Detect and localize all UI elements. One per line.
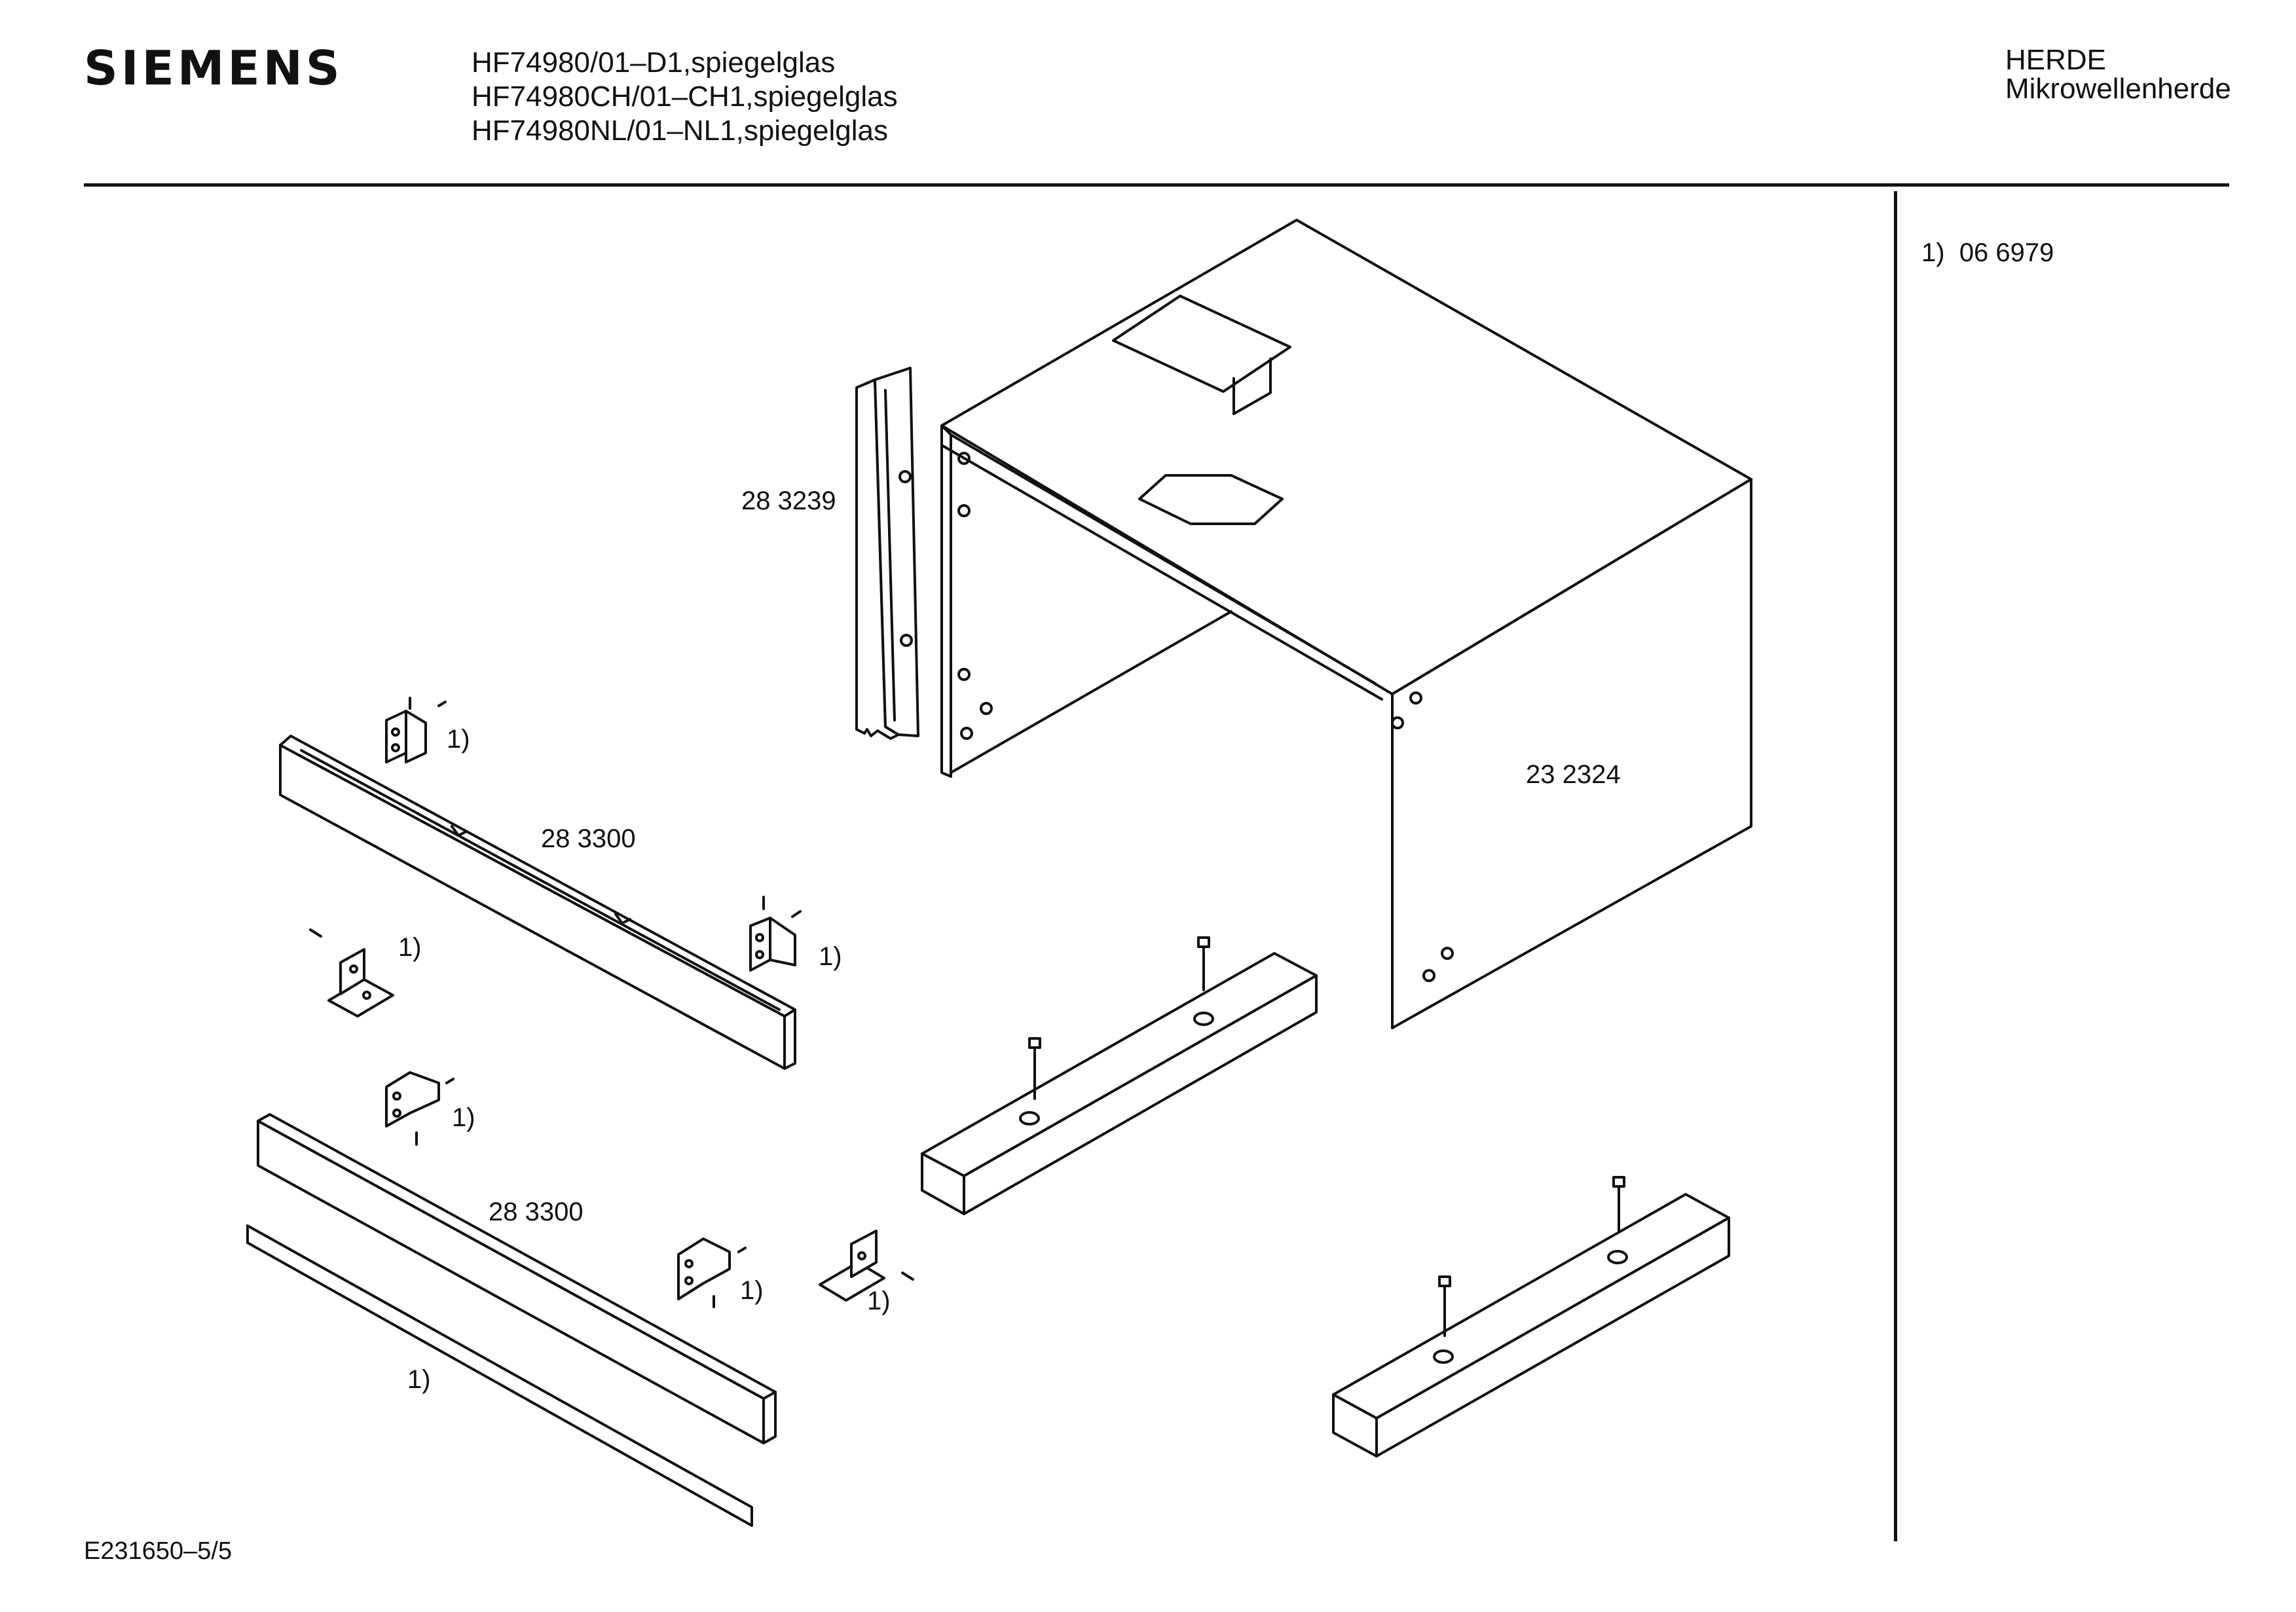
model-line-3: HF74980NL/01–NL1,spiegelglas <box>472 115 888 147</box>
marker-bracket-6: 1) <box>867 1287 891 1315</box>
legend-divider <box>1894 191 1897 1541</box>
subcategory-title: Mikrowellenherde <box>2005 73 2231 105</box>
foot-block-rear <box>1332 1176 1730 1457</box>
bracket-4 <box>385 1071 454 1146</box>
exploded-parts-diagram: 28 3239 23 2324 28 3300 28 3300 1) 1) 1)… <box>246 219 1752 1527</box>
header-divider <box>84 183 2229 187</box>
foot-block-front <box>921 936 1318 1215</box>
legend-marker: 1) <box>1921 238 1945 267</box>
legend-part-number: 06 6979 <box>1959 238 2054 267</box>
bracket-1 <box>385 697 447 763</box>
label-side-rail: 28 3239 <box>741 486 836 515</box>
bracket-6 <box>819 1230 914 1302</box>
bracket-2 <box>309 928 394 1017</box>
marker-bracket-1: 1) <box>447 725 470 754</box>
model-line-1: HF74980/01–D1,spiegelglas <box>472 46 836 79</box>
model-line-2: HF74980CH/01–CH1,spiegelglas <box>472 81 898 113</box>
side-rail-part <box>855 367 919 740</box>
marker-bracket-2: 1) <box>398 933 422 962</box>
marker-bracket-5: 1) <box>740 1276 764 1305</box>
brand-logo: SIEMENS <box>84 41 343 96</box>
bracket-3 <box>749 896 802 972</box>
label-lower-strip: 28 3300 <box>489 1198 583 1226</box>
legend-entry: 1) 06 6979 <box>1921 238 2054 268</box>
glass-panel-part <box>246 1224 753 1527</box>
category-block: HERDE Mikrowellenherde <box>2005 46 2231 103</box>
upper-strip-part <box>279 735 796 1070</box>
lower-strip-part <box>257 1113 777 1444</box>
marker-bracket-3: 1) <box>819 942 842 971</box>
label-upper-strip: 28 3300 <box>541 824 636 853</box>
housing-part <box>940 219 1752 1029</box>
category-title: HERDE <box>2005 44 2107 76</box>
bracket-5 <box>677 1237 747 1308</box>
marker-glass-panel: 1) <box>407 1365 431 1394</box>
label-housing: 23 2324 <box>1526 760 1621 789</box>
marker-bracket-4: 1) <box>452 1103 475 1132</box>
model-list: HF74980/01–D1,spiegelglas HF74980CH/01–C… <box>472 46 898 148</box>
drawing-id: E231650–5/5 <box>84 1537 232 1565</box>
